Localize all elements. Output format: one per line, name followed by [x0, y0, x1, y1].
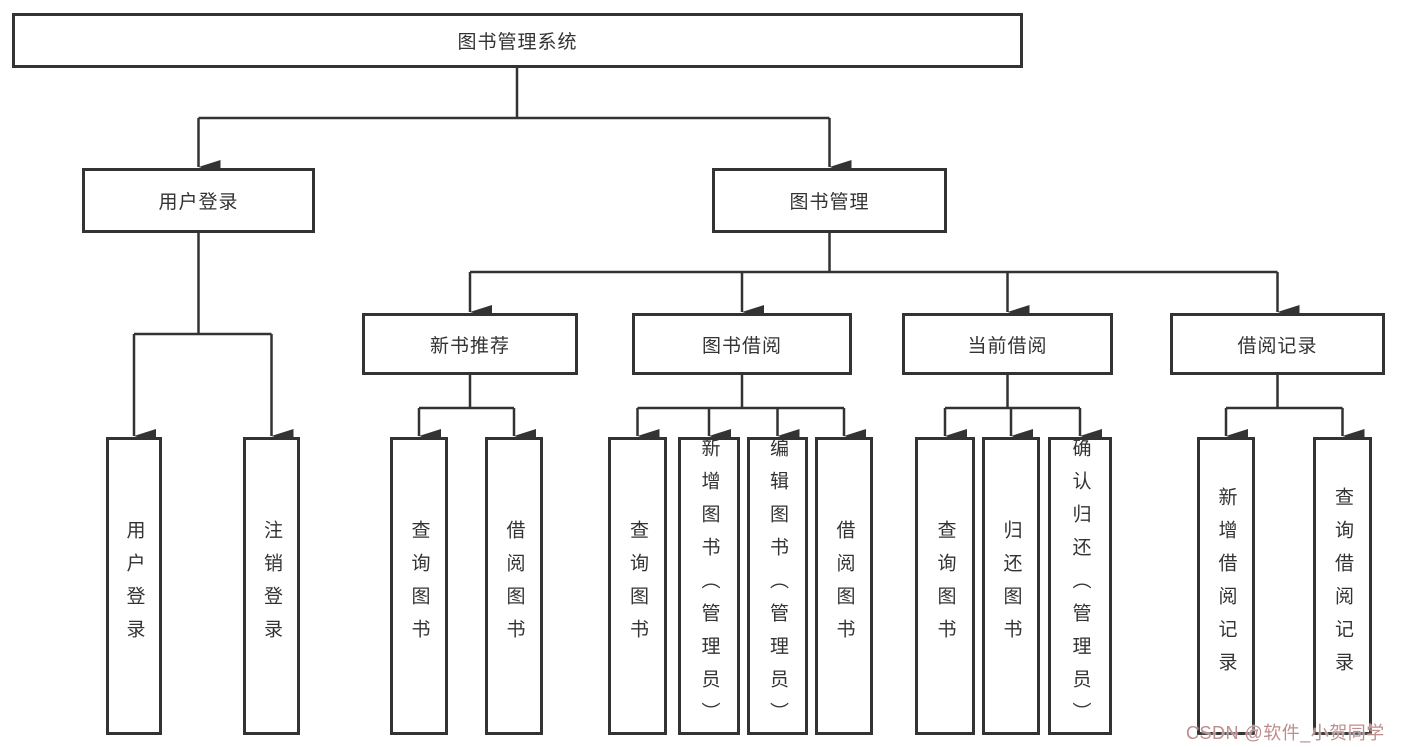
leaf-rec-query-books: 查询图书: [390, 437, 448, 735]
node-book-borrowing: 图书借阅: [632, 313, 852, 375]
leaf-borrow-query-books-label: 查询图书: [627, 520, 648, 652]
leaf-return-books-label: 归还图书: [1000, 520, 1022, 652]
leaf-add-books-admin: 新增图书（管理员）: [678, 437, 740, 735]
leaf-add-borrow-record-label: 新增借阅记录: [1215, 487, 1237, 685]
node-root-label: 图书管理系统: [457, 32, 578, 53]
leaf-logout-label: 注销登录: [261, 520, 282, 652]
leaf-logout: 注销登录: [243, 437, 300, 735]
node-current-borrowing-label: 当前借阅: [967, 335, 1048, 357]
edge-record-split: [1226, 375, 1343, 410]
leaf-edit-books-admin: 编辑图书（管理员）: [747, 437, 808, 735]
node-borrow-records-label: 借阅记录: [1237, 335, 1318, 357]
leaf-return-books: 归还图书: [982, 437, 1040, 735]
leaf-add-books-admin-label: 新增图书（管理员）: [698, 437, 720, 735]
leaf-current-query-books-label: 查询图书: [934, 520, 956, 652]
leaf-borrow-books-label: 借阅图书: [833, 520, 855, 652]
node-new-book-recommend-label: 新书推荐: [429, 335, 510, 357]
node-root-system: 图书管理系统: [12, 13, 1023, 68]
leaf-confirm-return-admin: 确认归还（管理员）: [1048, 437, 1112, 735]
node-current-borrowing: 当前借阅: [902, 313, 1113, 375]
edge-root-split: [198, 68, 830, 120]
edge-borrow-split: [637, 375, 844, 410]
leaf-rec-borrow-books-label: 借阅图书: [503, 520, 525, 652]
leaf-user-login: 用户登录: [106, 437, 162, 735]
node-book-management-label: 图书管理: [789, 192, 870, 213]
leaf-query-borrow-record-label: 查询借阅记录: [1332, 487, 1353, 685]
leaf-query-borrow-record: 查询借阅记录: [1313, 437, 1372, 735]
leaf-edit-books-admin-label: 编辑图书（管理员）: [767, 437, 788, 735]
leaf-add-borrow-record: 新增借阅记录: [1197, 437, 1255, 735]
leaf-rec-borrow-books: 借阅图书: [485, 437, 543, 735]
node-user-login-label: 用户登录: [158, 192, 239, 213]
edge-book-mgmt-split: [470, 233, 1278, 274]
edge-new-rec-split: [419, 375, 514, 410]
node-user-login: 用户登录: [82, 168, 315, 233]
leaf-confirm-return-admin-label: 确认归还（管理员）: [1069, 437, 1091, 735]
leaf-rec-query-books-label: 查询图书: [408, 520, 430, 652]
leaf-borrow-query-books: 查询图书: [608, 437, 667, 735]
edge-user-login-split: [134, 233, 272, 336]
csdn-watermark: CSDN @软件_小贺同学: [1186, 723, 1385, 743]
leaf-user-login-label: 用户登录: [123, 520, 145, 652]
leaf-current-query-books: 查询图书: [915, 437, 975, 735]
node-new-book-recommend: 新书推荐: [362, 313, 578, 375]
node-book-borrowing-label: 图书借阅: [701, 335, 782, 357]
node-book-management: 图书管理: [712, 168, 947, 233]
node-borrow-records: 借阅记录: [1170, 313, 1385, 375]
edge-current-split: [945, 375, 1080, 410]
leaf-borrow-books: 借阅图书: [815, 437, 873, 735]
